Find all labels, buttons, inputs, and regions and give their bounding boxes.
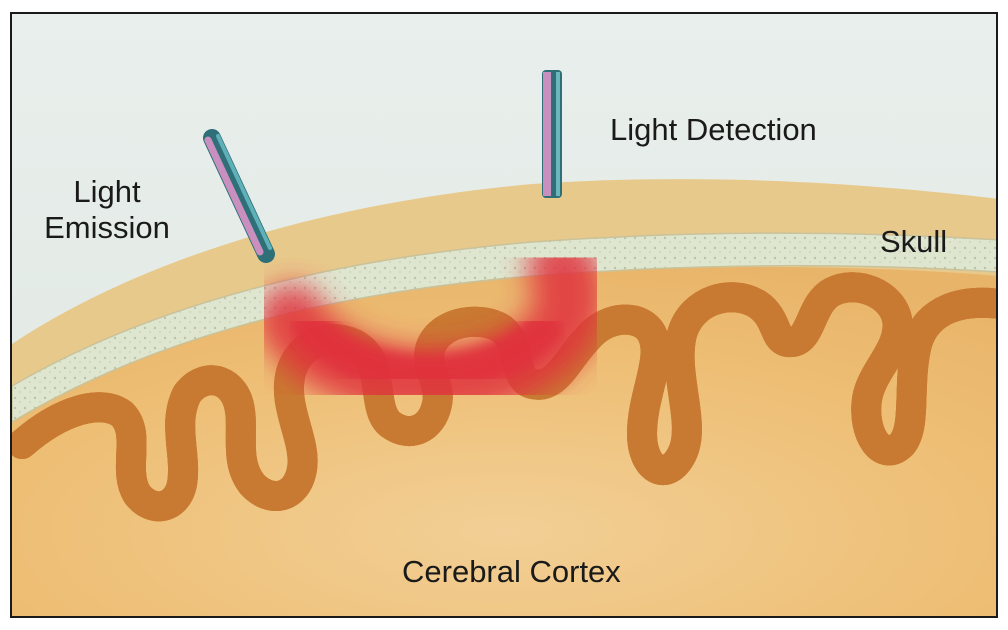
light-emission-label-line1: Light	[32, 174, 182, 210]
light-emission-label: Light Emission	[32, 174, 182, 246]
skull-label: Skull	[880, 224, 947, 260]
brain-cross-section-illustration	[12, 14, 998, 618]
light-detection-probe-icon	[542, 70, 562, 198]
light-detection-label: Light Detection	[610, 112, 817, 148]
cerebral-cortex-label: Cerebral Cortex	[402, 554, 621, 590]
diagram-frame: Light Emission Light Detection Skull Cer…	[10, 12, 998, 618]
light-emission-label-line2: Emission	[32, 210, 182, 246]
